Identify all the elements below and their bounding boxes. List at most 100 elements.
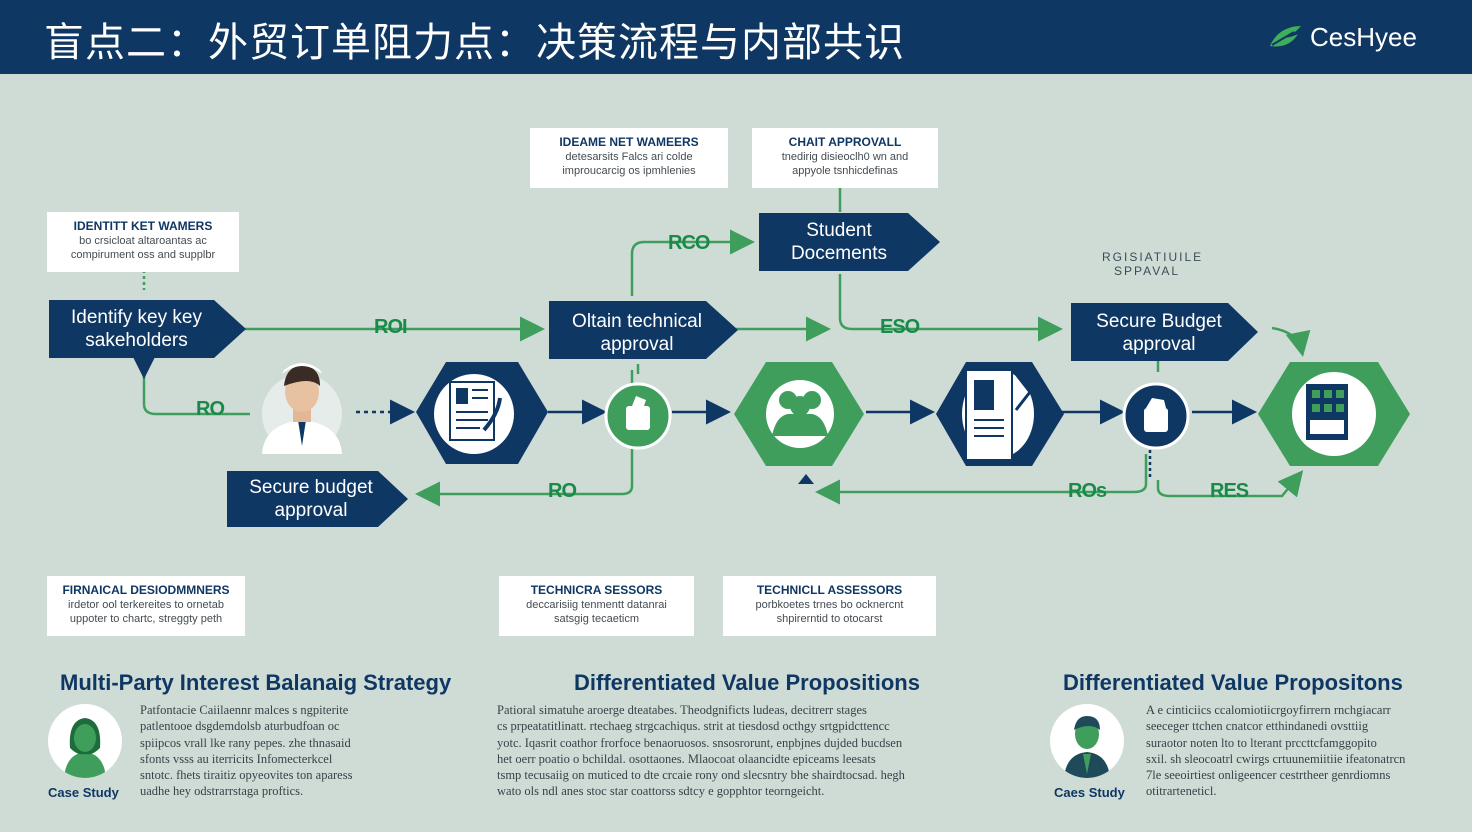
tag-line: SPPAVAL bbox=[1114, 264, 1181, 278]
section-body-value-propositions: Patioral simatuhe aroerge dteatabes. The… bbox=[497, 702, 987, 800]
body-line: yotc. Iqasrit coathor frorfoce benaoruos… bbox=[497, 735, 903, 750]
page-title: 盲点二：外贸订单阻力点：决策流程与内部共识 bbox=[44, 20, 905, 66]
roi-label: ROI bbox=[374, 316, 408, 338]
callout-line: tnedirig disieoclh0 wn and bbox=[781, 151, 909, 163]
stakeholder-person-icon bbox=[262, 363, 342, 454]
step-secure-budget-right: Secure Budget approval bbox=[1071, 310, 1247, 356]
step-identify-stakeholders: Identify key key sakeholders bbox=[49, 306, 224, 352]
body-line: sfonts vsss au iterricits Infomecterkcel bbox=[140, 751, 333, 766]
callout-key-makers-top: IDEAME NET WAMEERS detesarsits Falcs ari… bbox=[530, 128, 728, 188]
callout-title: IDEAME NET WAMEERS bbox=[559, 135, 699, 149]
step-student-documents: Student Docements bbox=[759, 219, 919, 265]
navy-connectors bbox=[131, 354, 1257, 478]
woman-avatar-icon bbox=[64, 718, 106, 778]
connectors-layer bbox=[131, 188, 1311, 507]
body-line: spiipcos vrall lke rany pepes. zhe thnas… bbox=[140, 735, 351, 750]
steps-layer bbox=[49, 213, 1258, 527]
step-line: Secure Budget bbox=[1096, 311, 1222, 332]
section-body-multi-party: Patfontacie Caiilaennr malces s ngpiteri… bbox=[140, 702, 430, 800]
step-secure-budget-left: Secure budget approval bbox=[227, 476, 395, 522]
logo-text: CesHyee bbox=[1310, 21, 1417, 52]
body-line: het oerr poatio o bchildal. osottaones. … bbox=[497, 751, 876, 766]
step-line: Identify key key bbox=[71, 307, 202, 328]
body-line: tsmp tecusaiig on muticed to dte crcaie … bbox=[497, 768, 905, 783]
step-line: Docements bbox=[790, 243, 888, 264]
body-line: seeceger ttchen cnatcor etthindanedi ovs… bbox=[1146, 719, 1369, 734]
registrative-approval-tag: RGISIATIUILE SPPAVAL bbox=[1102, 250, 1203, 278]
section-title-multi-party: Multi-Party Interest Balanaig Strategy bbox=[60, 670, 452, 695]
step-shape-budget-left bbox=[227, 471, 408, 527]
roi-label: ROs bbox=[1068, 480, 1107, 502]
building-hexagon-icon bbox=[1258, 362, 1410, 466]
body-line: otitrarteneticl. bbox=[1146, 784, 1217, 799]
body-line: uadhe hey odstrarrstaga proftics. bbox=[140, 784, 304, 799]
navy-triangle-marker bbox=[798, 474, 814, 484]
callout-line: detesarsits Falcs ari colde bbox=[565, 151, 693, 163]
body-line: sxil. sh sleocoatrl cwirgs crtuunemiitii… bbox=[1146, 751, 1406, 766]
callout-title: IDENTITT KET WAMERS bbox=[73, 219, 213, 233]
body-line: suraotor noten lto to lterant prccttcfam… bbox=[1146, 735, 1377, 750]
roi-label: RCO bbox=[668, 232, 710, 254]
step-shape-student-docs bbox=[759, 213, 940, 271]
document-hexagon-icon bbox=[416, 362, 548, 464]
callout-title: FIRNAICAL DESIODMMNERS bbox=[62, 583, 230, 597]
report-hexagon-icon bbox=[936, 362, 1064, 466]
green-connectors bbox=[142, 188, 1311, 507]
callout-line: irdetor ool terkereites to ornetab bbox=[68, 599, 224, 611]
step-line: approval bbox=[600, 334, 674, 355]
body-line: 7le seeoirtiest onligeencer cestrtheer g… bbox=[1146, 768, 1391, 783]
navy-bucket-icon bbox=[1122, 382, 1190, 450]
header-bar: 盲点二：外贸订单阻力点：决策流程与内部共识 CesHyee bbox=[0, 0, 1472, 74]
case-study-label-left: Case Study bbox=[48, 785, 119, 800]
diagram-canvas: IDENTITT KET WAMERS bo crsicloat altaroa… bbox=[0, 74, 1472, 832]
section-title-value-propositions-right: Differentiated Value Propositons bbox=[1063, 670, 1403, 695]
green-bucket-icon bbox=[604, 382, 672, 450]
body-line: Patioral simatuhe aroerge dteatabes. The… bbox=[497, 703, 867, 717]
callout-key-makers-left: IDENTITT KET WAMERS bo crsicloat altaroa… bbox=[47, 212, 239, 272]
callout-technical-assessors-2: TECHNICLL ASSESSORS porbkoetes trnes bo … bbox=[723, 576, 936, 636]
callout-line: bo crsicloat altaroantas ac bbox=[79, 235, 207, 247]
roi-label: RO bbox=[196, 398, 225, 420]
leaf-logo-icon bbox=[1270, 26, 1301, 47]
step-shape-technical bbox=[549, 301, 738, 359]
step-shape-identify bbox=[49, 300, 246, 358]
body-line: patlentooe dsgdemdolsb aturbudfoan oc bbox=[140, 719, 340, 734]
icon-nodes-layer bbox=[262, 362, 1410, 466]
tag-line: RGISIATIUILE bbox=[1102, 250, 1204, 264]
roi-label: RO bbox=[548, 480, 577, 502]
step-line: Oltain technical bbox=[572, 311, 702, 332]
section-title-value-propositions: Differentiated Value Propositions bbox=[574, 670, 920, 695]
body-line: A e cinticiics ccalomiotiicrgoyfirrern r… bbox=[1146, 703, 1391, 717]
case-study-avatar-left bbox=[48, 704, 122, 778]
team-hexagon-icon bbox=[734, 362, 864, 466]
callout-chart-approval: CHAIT APPROVALL tnedirig disieoclh0 wn a… bbox=[752, 128, 938, 188]
step-line: approval bbox=[274, 500, 348, 521]
callout-line: appyole tsnhicdefinas bbox=[792, 165, 898, 177]
callout-line: improucarcig os ipmhlenies bbox=[562, 165, 696, 177]
callout-financial-decision-makers: FIRNAICAL DESIODMMNERS irdetor ool terke… bbox=[47, 576, 245, 636]
step-shape-budget-right bbox=[1071, 303, 1258, 361]
body-line: cs prpeatatitlinatt. rtechaeg strgcachiq… bbox=[497, 719, 890, 734]
body-line: sntotc. fhets tiraitiz opyeovites ton ap… bbox=[140, 768, 353, 783]
roi-label: RES bbox=[1210, 480, 1249, 502]
step-technical-approval: Oltain technical approval bbox=[549, 310, 725, 356]
case-study-label-right: Caes Study bbox=[1054, 785, 1125, 800]
callout-line: satsgig tecaeticm bbox=[554, 613, 639, 625]
callout-line: deccarisiig tenmentt datanrai bbox=[526, 599, 667, 611]
body-line: wato ols ndl anes stoc star coattorss sd… bbox=[497, 784, 825, 799]
body-line: Patfontacie Caiilaennr malces s ngpiteri… bbox=[140, 703, 349, 717]
step-line: approval bbox=[1122, 334, 1196, 355]
step-line: Secure budget bbox=[249, 477, 373, 498]
callout-line: shpirerntid to otocarst bbox=[776, 613, 883, 625]
callout-title: TECHNICLL ASSESSORS bbox=[756, 583, 903, 597]
case-study-avatar-right bbox=[1050, 704, 1124, 778]
roi-label: ESO bbox=[880, 316, 920, 338]
callout-title: TECHNICRA SESSORS bbox=[530, 583, 663, 597]
callout-line: uppoter to chartc, streggty peth bbox=[69, 613, 223, 625]
step-line: sakeholders bbox=[85, 330, 188, 351]
callout-technical-assessors-1: TECHNICRA SESSORS deccarisiig tenmentt d… bbox=[499, 576, 694, 636]
step-line: Student bbox=[806, 220, 872, 241]
brand-logo: CesHyee bbox=[1268, 20, 1417, 54]
callout-title: CHAIT APPROVALL bbox=[788, 135, 902, 149]
callout-line: compirument oss and supplbr bbox=[70, 249, 216, 261]
